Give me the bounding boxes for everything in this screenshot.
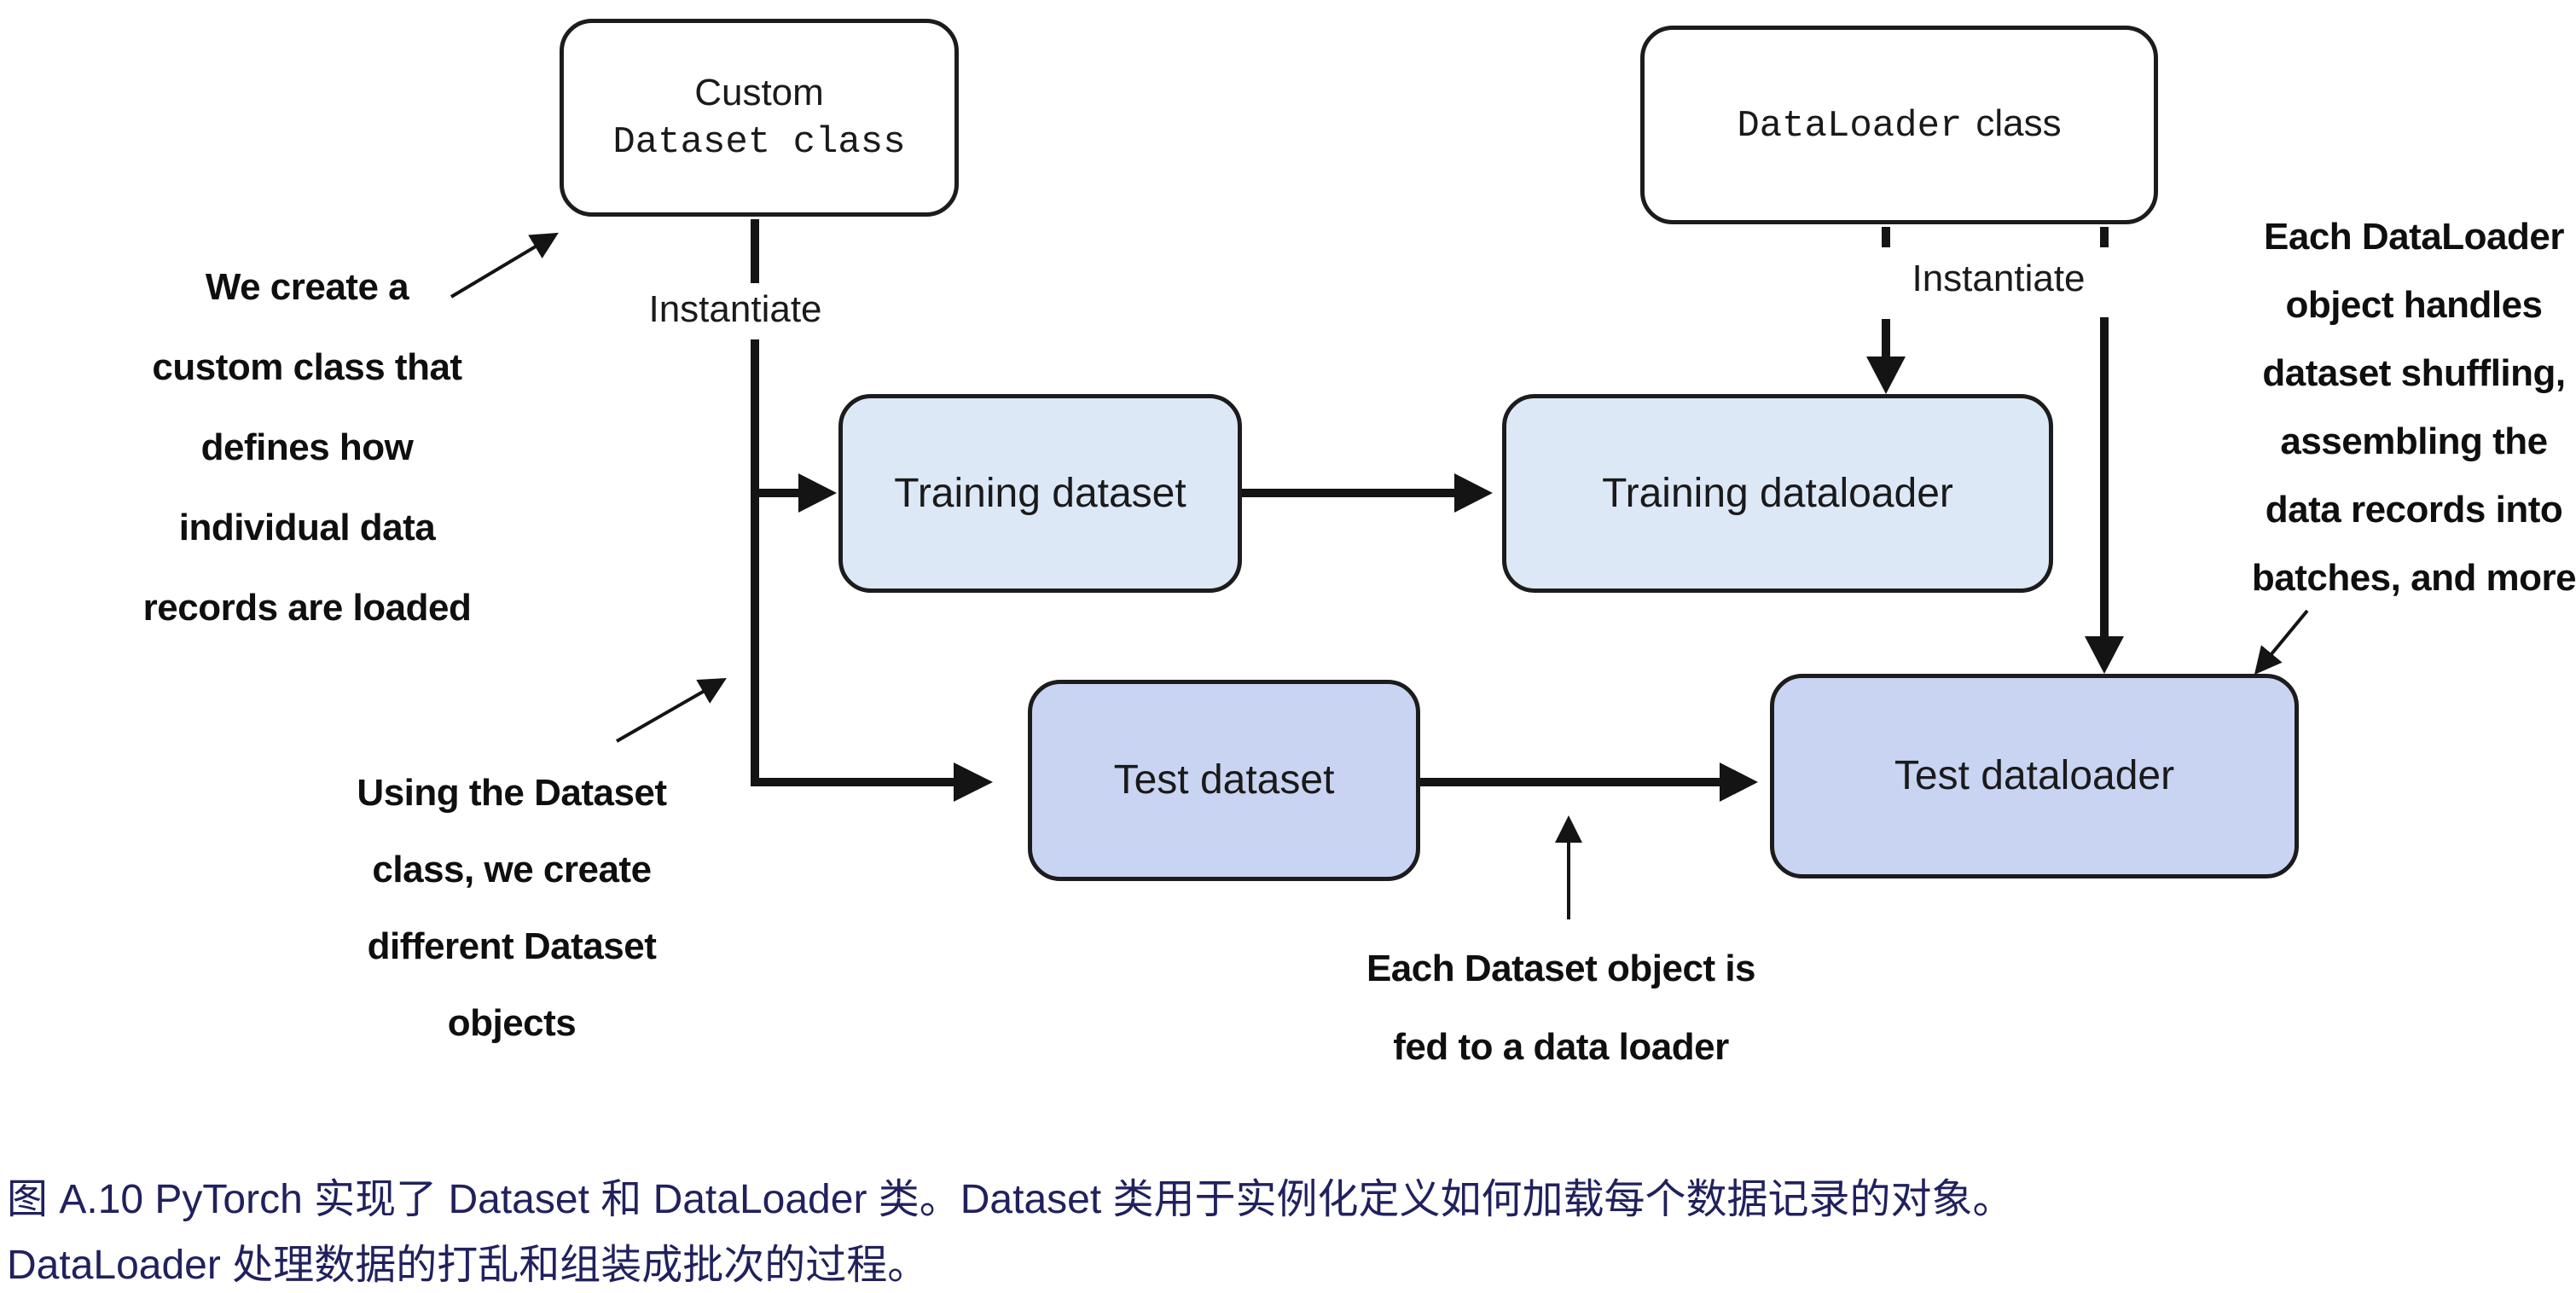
instantiate-label-right: Instantiate (1906, 258, 2091, 300)
training-dataloader-box: Training dataloader (1502, 394, 2053, 593)
dataloader-class-box: DataLoader class (1640, 26, 2158, 224)
annotation-arrows (450, 232, 2309, 919)
instantiate-label-left: Instantiate (643, 288, 827, 331)
test-dataloader-label: Test dataloader (1894, 753, 2175, 799)
test-dataset-box: Test dataset (1028, 680, 1420, 881)
custom-dataset-class-box: Custom Dataset class (560, 19, 959, 217)
dataloader-class-label-rest: class (1976, 101, 2062, 144)
custom-dataset-class-label-line2: Dataset class (612, 121, 906, 164)
test-dataloader-box: Test dataloader (1770, 674, 2299, 878)
training-dataloader-label: Training dataloader (1602, 470, 1953, 516)
custom-dataset-class-label-line1: Custom (694, 71, 824, 113)
training-dataset-box: Training dataset (838, 394, 1242, 593)
thick-arrowheads (798, 357, 2124, 802)
figure-caption: 图 A.10 PyTorch 实现了 Dataset 和 DataLoader … (7, 1177, 2014, 1288)
dataloader-class-label-mono: DataLoader (1737, 104, 1963, 148)
annotation-dataset-fed-to-loader: Each Dataset object is fed to a data loa… (1366, 948, 1756, 1068)
thick-connector-lines (751, 219, 2109, 786)
annotation-using-dataset-class: Using the Dataset class, we create diffe… (357, 772, 667, 1044)
training-dataset-label: Training dataset (894, 470, 1186, 516)
annotation-create-custom-class: We create a custom class that defines ho… (142, 266, 472, 629)
annotation-dataloader-role: Each DataLoader object handles dataset s… (2251, 216, 2576, 599)
test-dataset-label: Test dataset (1113, 757, 1335, 803)
